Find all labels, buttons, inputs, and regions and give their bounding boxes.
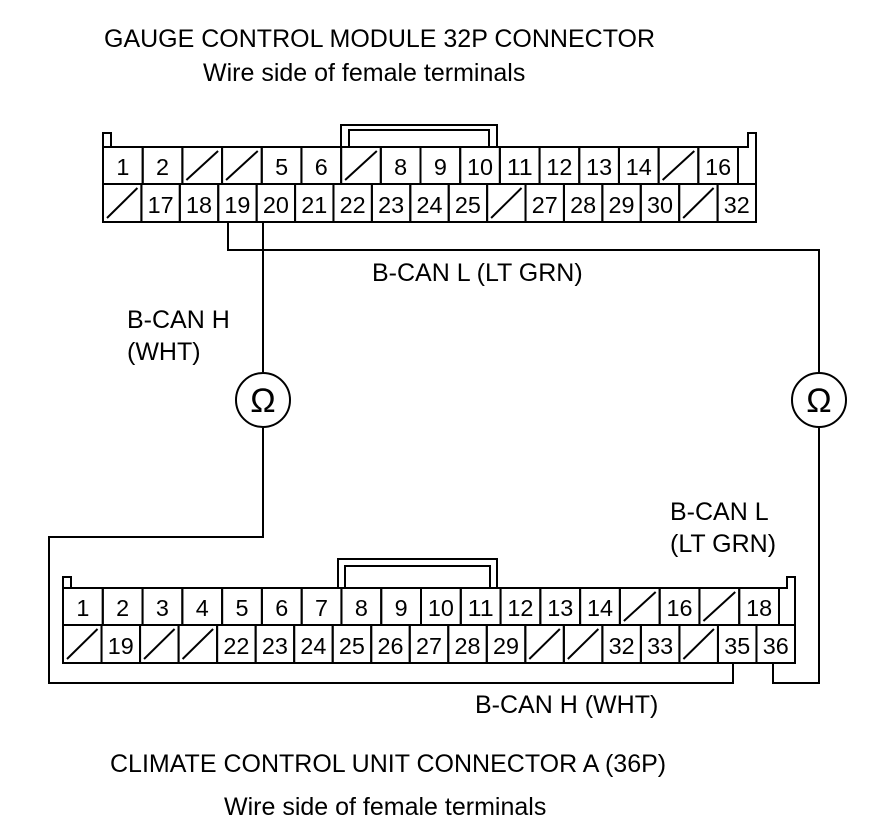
terminal-number: 5: [275, 154, 288, 180]
terminal-number: 29: [493, 633, 519, 659]
terminal-number: 27: [416, 633, 442, 659]
climate-connector-subtitle: Wire side of female terminals: [224, 793, 546, 821]
terminal-number: 13: [547, 595, 573, 621]
terminal-number: 32: [724, 192, 750, 218]
bcan-h-label-left-line2: (WHT): [127, 338, 201, 366]
wires: [48, 222, 820, 684]
climate-connector-title: CLIMATE CONTROL UNIT CONNECTOR A (36P): [110, 750, 666, 778]
terminal-number: 2: [116, 595, 129, 621]
terminal-number: 16: [705, 154, 731, 180]
ohm-icon: Ω: [250, 382, 275, 420]
terminal-number: 29: [609, 192, 635, 218]
terminal-number: 17: [148, 192, 174, 218]
unused-terminal-slash: [344, 150, 378, 181]
terminal-number: 9: [434, 154, 447, 180]
terminal-number: 12: [546, 154, 572, 180]
ohmmeter-left: Ω: [235, 372, 291, 428]
terminal-number: 25: [455, 192, 481, 218]
ohmmeter-right: Ω: [791, 372, 847, 428]
terminal-number: 4: [196, 595, 209, 621]
terminal-cell: [755, 624, 797, 664]
bcan-l-label-right-line1: B-CAN L: [670, 498, 769, 526]
unused-terminal-slash: [143, 628, 176, 660]
bcan-l-wire-top: [227, 222, 820, 374]
terminal-number: 19: [108, 633, 134, 659]
terminal-number: 18: [746, 595, 772, 621]
terminal-number: 24: [300, 633, 326, 659]
terminal-number: 27: [532, 192, 558, 218]
unused-terminal-slash: [106, 187, 139, 219]
bcan-l-wire-right: [772, 428, 820, 684]
terminal-number: 5: [236, 595, 249, 621]
terminal-number: 7: [315, 595, 328, 621]
terminal-number: 23: [378, 192, 404, 218]
terminal-number: 26: [377, 633, 403, 659]
terminal-number: 30: [647, 192, 673, 218]
terminal-cell: [716, 183, 758, 223]
terminal-number: 8: [355, 595, 368, 621]
terminal-number: 11: [468, 595, 494, 621]
terminal-number: 25: [339, 633, 365, 659]
terminal-number: 10: [467, 154, 493, 180]
unused-terminal-slash: [66, 628, 99, 660]
unused-terminal-slash: [682, 628, 715, 660]
unused-terminal-slash: [682, 187, 715, 219]
terminal-number: 20: [263, 192, 289, 218]
unused-terminal-slash: [567, 628, 600, 660]
terminal-number: 13: [586, 154, 612, 180]
terminal-number: 8: [394, 154, 407, 180]
unused-terminal-slash: [490, 187, 523, 219]
unused-terminal-slash: [185, 150, 219, 181]
terminal-number: 6: [275, 595, 288, 621]
terminal-number: 10: [428, 595, 454, 621]
unused-terminal-slash: [702, 591, 736, 622]
bcan-h-wire-left-bottom: [48, 428, 734, 684]
bcan-l-label-top: B-CAN L (LT GRN): [372, 259, 583, 287]
terminal-number: 22: [340, 192, 366, 218]
bcan-h-label-left-line1: B-CAN H: [127, 306, 230, 334]
bcan-l-label-right-line2: (LT GRN): [670, 530, 776, 558]
terminal-number: 19: [224, 192, 250, 218]
terminal-number: 12: [507, 595, 533, 621]
terminal-number: 24: [417, 192, 443, 218]
terminal-number: 18: [186, 192, 212, 218]
terminal-number: 14: [626, 154, 652, 180]
terminal-number: 6: [315, 154, 328, 180]
terminal-number: 36: [763, 633, 789, 659]
terminal-number: 32: [609, 633, 635, 659]
unused-terminal-slash: [623, 591, 657, 622]
unused-terminal-slash: [225, 150, 259, 181]
gauge-connector-title: GAUGE CONTROL MODULE 32P CONNECTOR: [104, 25, 655, 53]
gauge-connector-subtitle: Wire side of female terminals: [203, 59, 525, 87]
terminal-number: 28: [570, 192, 596, 218]
unused-terminal-slash: [528, 628, 561, 660]
bcan-h-label-bottom: B-CAN H (WHT): [475, 691, 658, 719]
terminal-number: 22: [223, 633, 249, 659]
terminal-number: 23: [262, 633, 288, 659]
terminal-number: 35: [724, 633, 750, 659]
terminal-number: 2: [156, 154, 169, 180]
terminal-number: 11: [507, 154, 533, 180]
terminal-number: 9: [395, 595, 408, 621]
unused-terminal-slash: [661, 150, 695, 181]
ohm-icon: Ω: [806, 382, 831, 420]
terminal-number: 33: [647, 633, 673, 659]
unused-terminal-slash: [181, 628, 214, 660]
terminal-number: 28: [455, 633, 481, 659]
terminal-number: 21: [301, 192, 327, 218]
terminal-number: 1: [76, 595, 89, 621]
terminal-number: 3: [156, 595, 169, 621]
terminal-number: 14: [587, 595, 613, 621]
terminal-number: 16: [667, 595, 693, 621]
terminal-number: 1: [116, 154, 129, 180]
